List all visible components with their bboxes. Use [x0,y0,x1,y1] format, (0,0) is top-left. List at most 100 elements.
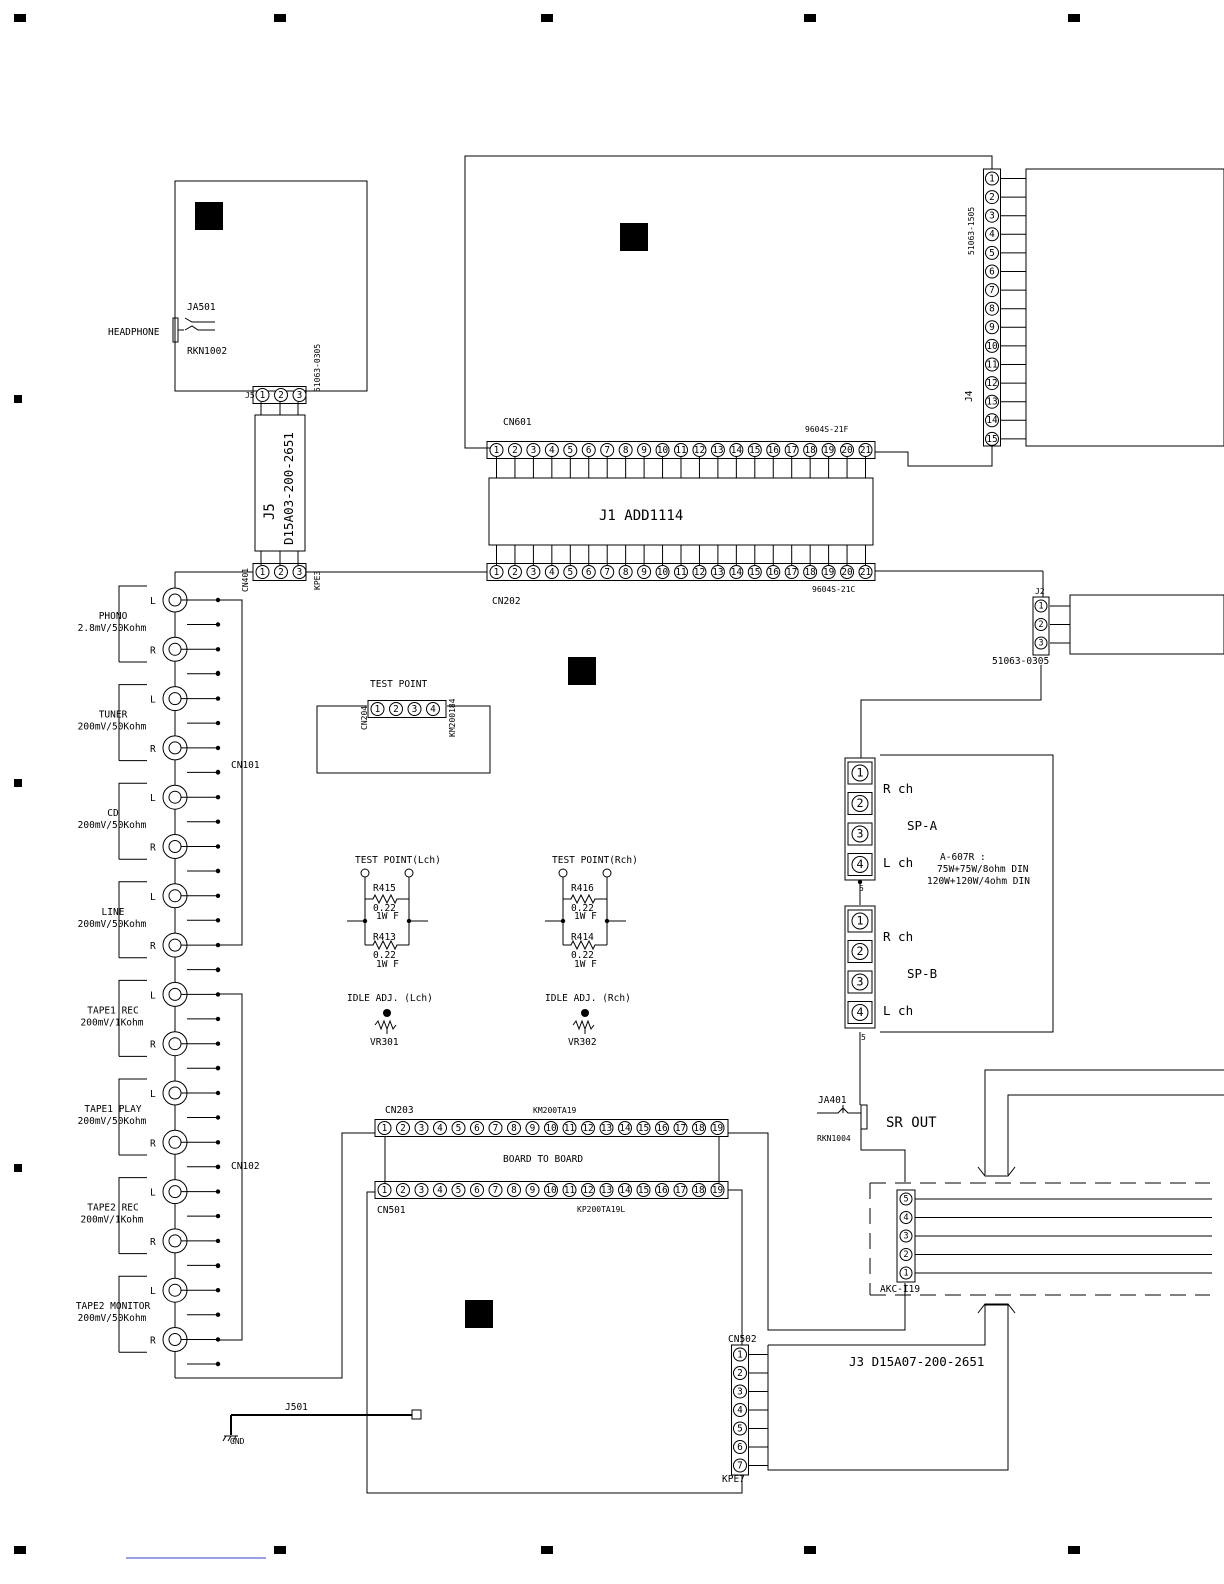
tp-lch-label: TEST POINT(Lch) [355,855,441,866]
j4-pin: 3 [985,208,999,223]
tp-rch-label: TEST POINT(Rch) [552,855,638,866]
channel-letter: L [150,1089,156,1100]
svg-text:9: 9 [530,1185,536,1196]
ja401-part: RKN1004 [817,1134,851,1143]
main-board-outline [464,155,993,449]
input-spec: 200mV/50Kohm [78,1116,147,1127]
cable-j5-part: D15A03-200-2651 [281,432,296,545]
svg-text:7: 7 [737,1460,743,1471]
input-name: PHONO [99,611,128,622]
cn501-pin: 10 [544,1183,558,1197]
svg-text:3: 3 [419,1185,425,1196]
svg-text:7: 7 [493,1123,499,1134]
vr302-icon [572,1009,595,1034]
svg-text:4: 4 [989,229,995,240]
svg-text:3: 3 [1038,639,1043,649]
cn601-pin: 10 [655,443,670,457]
board-marker [195,202,223,230]
j4-ref: J4 [964,390,975,402]
svg-text:12: 12 [694,567,705,578]
speaker-box [880,754,1054,1033]
input-spec: 200mV/1Kohm [81,1017,144,1028]
speaker-rating-1: 75W+75W/8ohm DIN [937,864,1029,875]
cn601-ref: CN601 [503,417,532,428]
cn601-pin: 14 [729,443,744,457]
cn601-pin: 7 [600,443,615,457]
svg-text:9: 9 [641,445,647,456]
svg-text:15: 15 [986,434,997,445]
ground-icon [222,1435,238,1442]
cable-j5-body [254,414,306,552]
svg-text:19: 19 [823,567,835,578]
svg-text:5: 5 [903,1195,908,1205]
cn601-pin: 18 [803,443,818,457]
cn203-pin: 8 [507,1121,521,1135]
cn501-pin: 14 [618,1183,632,1197]
cn502-pin: 6 [733,1440,747,1454]
cn601-pin: 5 [563,443,578,457]
svg-text:6: 6 [737,1442,743,1453]
cn202-pin: 21 [858,565,873,579]
cn204-pin: 3 [407,702,422,716]
ja401-ref: JA401 [818,1095,847,1106]
sp-b-pin: 3 [851,973,869,991]
cn202-pin: 14 [729,565,744,579]
svg-text:11: 11 [675,445,687,456]
r414-value: 0.22 [571,950,594,961]
svg-text:4: 4 [737,1405,743,1416]
svg-text:5: 5 [989,248,995,259]
vr301-ref: VR301 [370,1037,399,1048]
svg-text:1: 1 [494,567,500,578]
svg-text:14: 14 [619,1185,631,1196]
svg-text:16: 16 [656,1185,668,1196]
cn203-pin: 19 [710,1121,725,1135]
cn502-ref: CN502 [728,1334,757,1345]
cn601-pin: 21 [858,443,873,457]
sp-b-rch: R ch [883,929,913,944]
cn501-pin: 15 [636,1183,651,1197]
svg-text:3: 3 [857,975,864,989]
j501-terminal [411,1409,422,1420]
cn203-pin: 16 [655,1121,669,1135]
cn203-pin: 14 [618,1121,632,1135]
sp-b-label: SP-B [907,966,937,981]
channel-letter: R [150,843,156,854]
cn502-pin: 2 [733,1366,747,1380]
svg-text:20: 20 [841,567,853,578]
cn202-pin: 20 [840,565,855,579]
j4-pin: 2 [985,190,999,205]
svg-text:18: 18 [693,1185,705,1196]
svg-text:14: 14 [731,445,743,456]
j4-pin: 7 [985,283,999,298]
registration-mark [541,14,553,22]
akc-pin: 3 [899,1229,913,1243]
svg-text:18: 18 [805,567,817,578]
svg-text:2: 2 [512,567,518,578]
cn601-pin: 1 [489,443,504,457]
cn204-ref: CN204 [360,706,369,730]
registration-mark [274,14,286,22]
ja501-ref: JA501 [187,302,216,313]
cn202-pin: 18 [803,565,818,579]
cn501-pin: 7 [488,1183,503,1197]
cn102-label: CN102 [231,1161,260,1172]
vr301-icon [374,1009,397,1034]
j4-pin: 12 [985,376,999,391]
svg-text:3: 3 [297,390,303,401]
akc-part: AKC-I19 [880,1284,920,1295]
cn203-pin: 3 [414,1121,429,1135]
svg-text:2: 2 [400,1185,406,1196]
cn202-pin: 9 [637,565,652,579]
input-name: TAPE1 PLAY [84,1104,141,1115]
svg-text:3: 3 [419,1123,425,1134]
registration-mark [14,779,22,787]
svg-text:2: 2 [278,390,284,401]
svg-text:2: 2 [857,796,864,810]
ja401-sr-out: JA401 RKN1004 SR OUT [817,1090,937,1182]
cn203-ref: CN203 [385,1105,414,1116]
